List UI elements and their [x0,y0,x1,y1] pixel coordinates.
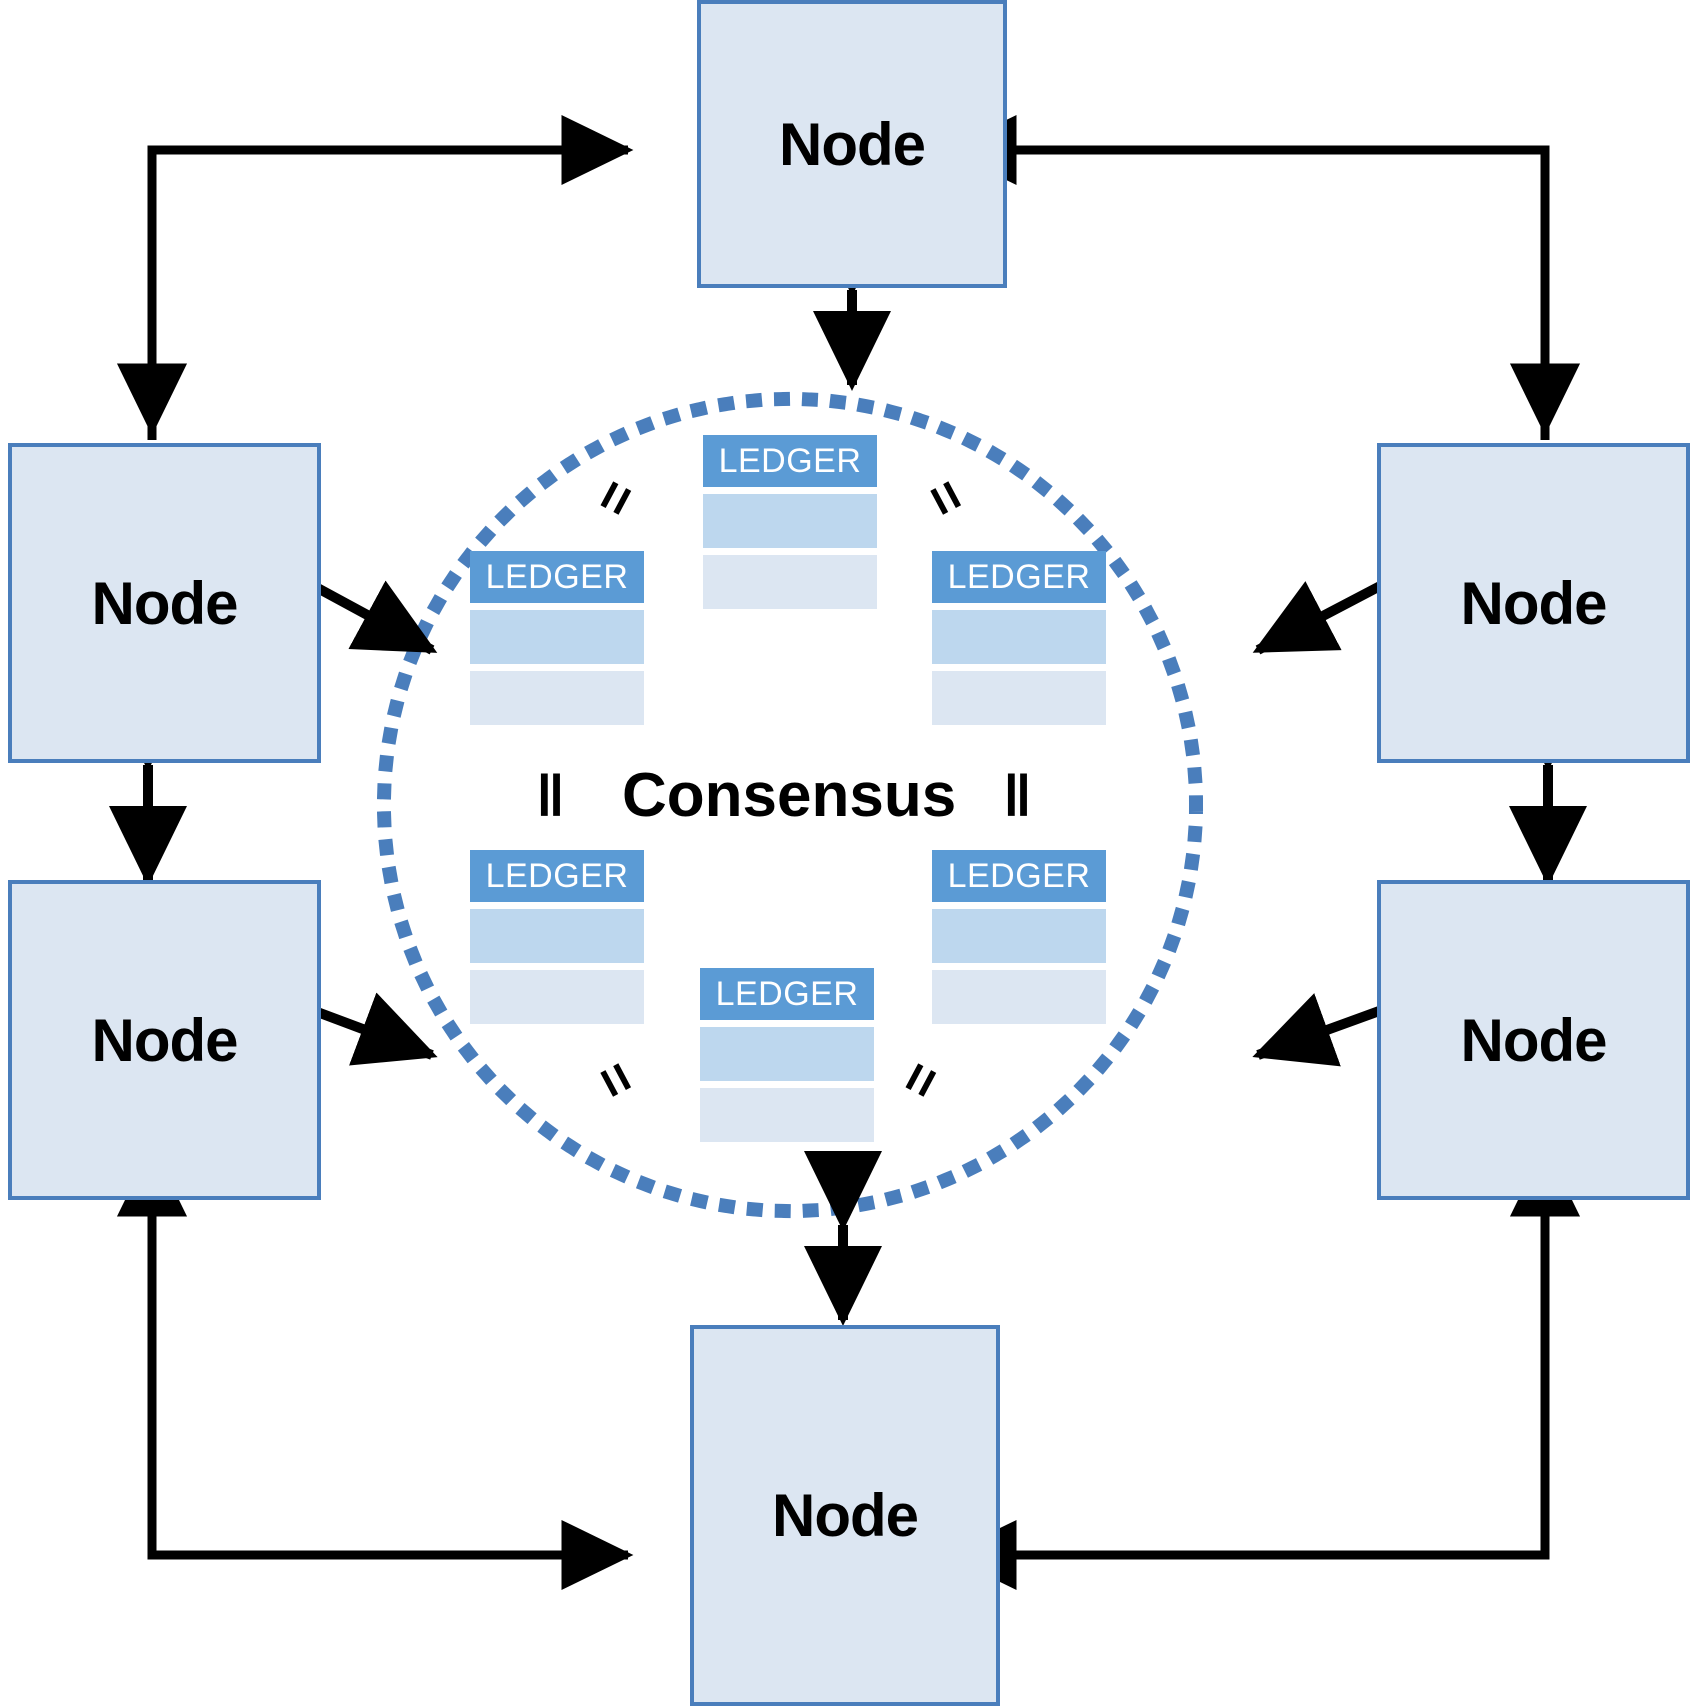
ledger-upper-left[interactable]: LEDGER [470,551,644,725]
arrow-left-lower-to-bottom [147,1140,634,1591]
arrow-right-lower-to-bottom [944,1140,1550,1591]
ledger-row-1 [932,909,1106,963]
consensus-label: Consensus [622,761,957,830]
arrow-right-upper-to-top [944,114,1550,440]
ledger-row-2 [932,970,1106,1024]
arrow-left-lower-node-to-circle [229,947,438,1066]
ledger-row-2 [700,1088,874,1142]
ledger-upper-right[interactable]: LEDGER [932,551,1106,725]
ledger-lower-right[interactable]: LEDGER [932,850,1106,1024]
node-bottom[interactable]: Node [690,1325,1000,1706]
ledger-row-1 [470,610,644,664]
node-left-upper[interactable]: Node [8,443,321,763]
ledger-header: LEDGER [470,551,644,603]
node-left-lower[interactable]: Node [8,880,321,1200]
ledger-header: LEDGER [932,850,1106,902]
ledger-lower-left[interactable]: LEDGER [470,850,644,1024]
equality-mark-top-left: = [581,469,650,527]
ledger-row-1 [932,610,1106,664]
ledger-header: LEDGER [932,551,1106,603]
equality-mark-mid-left: ‖ [536,764,565,829]
ledger-row-1 [703,494,877,548]
arrow-left-upper-node-to-circle [228,515,438,655]
node-label: Node [1460,569,1608,637]
ledger-row-2 [703,555,877,609]
node-right-upper[interactable]: Node [1377,443,1690,763]
node-label: Node [779,110,926,178]
ledger-row-1 [470,909,644,963]
node-top[interactable]: Node [697,0,1007,288]
node-right-lower[interactable]: Node [1377,880,1690,1200]
arrow-left-upper-to-top [147,114,634,440]
node-label: Node [91,1006,239,1074]
equality-mark-bottom-right: = [886,1051,955,1109]
node-label: Node [772,1482,919,1549]
ledger-row-2 [470,671,644,725]
ledger-top[interactable]: LEDGER [703,435,877,609]
node-label: Node [1460,1006,1608,1074]
equality-mark-bottom-left: = [581,1051,650,1109]
equality-mark-mid-right: ‖ [1003,764,1032,829]
arrow-right-lower-node-to-circle [1252,948,1465,1067]
equality-mark-top-right: = [911,469,980,527]
arrow-right-upper-node-to-circle [1252,516,1466,655]
ledger-header: LEDGER [703,435,877,487]
ledger-row-1 [700,1027,874,1081]
ledger-row-2 [932,671,1106,725]
ledger-bottom[interactable]: LEDGER [700,968,874,1142]
node-label: Node [91,569,239,637]
ledger-row-2 [470,970,644,1024]
ledger-header: LEDGER [470,850,644,902]
ledger-header: LEDGER [700,968,874,1020]
